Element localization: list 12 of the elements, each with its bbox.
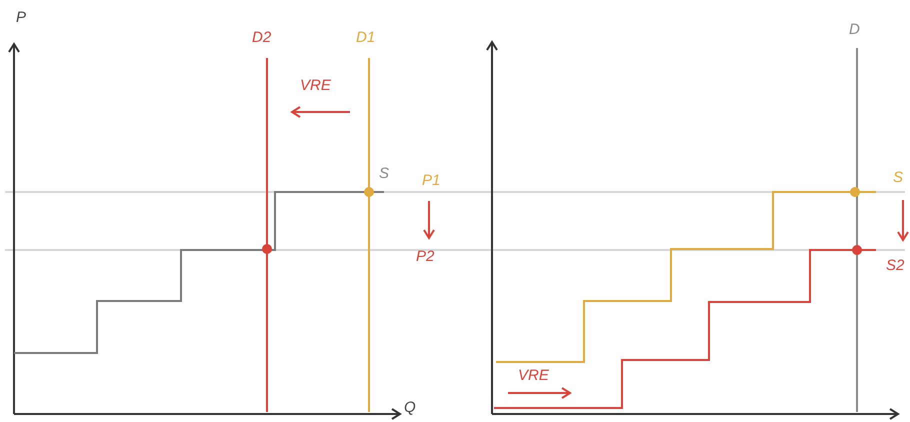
price-label: P1 bbox=[422, 173, 440, 189]
curve-label: D1 bbox=[356, 30, 376, 46]
shift-label: VRE bbox=[300, 78, 331, 94]
curve-label: S bbox=[379, 166, 390, 182]
curve-label: S2 bbox=[886, 258, 904, 274]
axis-label: Q bbox=[404, 400, 416, 416]
curve-label: S bbox=[893, 170, 904, 186]
curve-label: D2 bbox=[252, 30, 272, 46]
price-label: P2 bbox=[416, 249, 434, 265]
axis-label: P bbox=[16, 10, 26, 26]
shift-label: VRE bbox=[518, 368, 549, 384]
curve-label: D bbox=[849, 22, 860, 38]
